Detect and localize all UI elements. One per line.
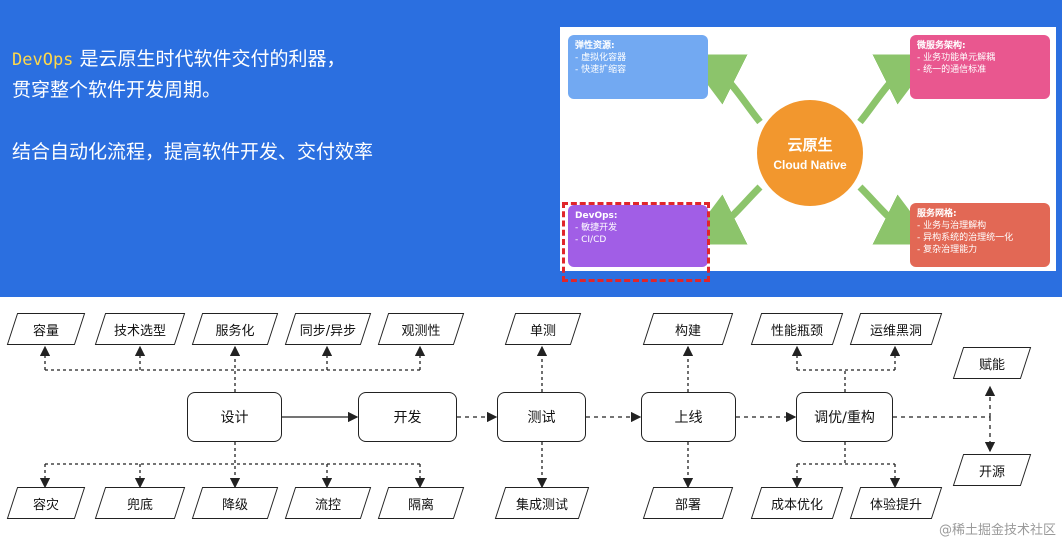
label-ops-blackhole: 运维黑洞 xyxy=(855,313,937,345)
label-experience-improve: 体验提升 xyxy=(855,487,937,519)
label-degrade: 降级 xyxy=(197,487,273,519)
label-build: 构建 xyxy=(648,313,728,345)
intro-line-2: 贯穿整个软件开发周期。 xyxy=(12,79,222,101)
label-open-source: 开源 xyxy=(958,454,1026,486)
arrow-to-devops xyxy=(684,184,763,245)
label-disaster-recovery: 容灾 xyxy=(12,487,80,519)
label-observability: 观测性 xyxy=(383,313,459,345)
box-item: - 异构系统的治理统一化 xyxy=(917,233,1014,243)
box-title: DevOps: xyxy=(575,211,618,221)
arrow-to-microservice xyxy=(857,54,936,125)
box-title: 弹性资源: xyxy=(575,41,615,51)
arrow-to-elastic xyxy=(684,54,763,125)
devops-flow-diagram: 设计 开发 测试 上线 调优/重构 容量 技术选型 服务化 同步/异步 观测性 … xyxy=(0,297,1062,542)
cloud-native-arrows xyxy=(684,54,936,245)
label-service-oriented: 服务化 xyxy=(197,313,273,345)
label-fallback: 兜底 xyxy=(100,487,180,519)
flow-connectors xyxy=(39,345,996,489)
intro-line-3: 结合自动化流程，提高软件开发、交付效率 xyxy=(12,141,374,163)
box-item: - 统一的通信标准 xyxy=(917,65,987,75)
process-design: 设计 xyxy=(187,392,282,442)
label-integration-test: 集成测试 xyxy=(500,487,584,519)
process-optimize-refactor: 调优/重构 xyxy=(796,392,893,442)
label-sync-async: 同步/异步 xyxy=(290,313,366,345)
box-item: - 业务功能单元解耦 xyxy=(917,53,996,63)
cloud-native-diagram: 弹性资源: - 虚拟化容器 - 快速扩缩容 微服务架构: - 业务功能单元解耦 - 统一… xyxy=(560,27,1056,271)
box-item: - 快速扩缩容 xyxy=(575,65,627,75)
box-title: 微服务架构: xyxy=(917,41,966,51)
box-item: - 业务与治理解构 xyxy=(917,221,987,231)
arrow-to-mesh xyxy=(857,184,936,245)
box-item: - 复杂治理能力 xyxy=(917,245,978,255)
process-release: 上线 xyxy=(641,392,736,442)
label-cost-optimize: 成本优化 xyxy=(756,487,838,519)
box-item: - CI/CD xyxy=(575,235,607,245)
label-perf-bottleneck: 性能瓶颈 xyxy=(756,313,838,345)
box-item: - 虚拟化容器 xyxy=(575,53,627,63)
label-isolation: 隔离 xyxy=(383,487,459,519)
label-tech-selection: 技术选型 xyxy=(100,313,180,345)
label-flow-control: 流控 xyxy=(290,487,366,519)
box-title: 服务网格: xyxy=(917,209,957,219)
intro-text: DevOps 是云原生时代软件交付的利器， 贯穿整个软件开发周期。 结合自动化流… xyxy=(12,44,373,167)
elastic-resource-box: 弹性资源: - 虚拟化容器 - 快速扩缩容 xyxy=(568,35,708,99)
label-empower: 赋能 xyxy=(958,347,1026,379)
devops-box: DevOps: - 敏捷开发 - CI/CD xyxy=(568,205,708,267)
process-test: 测试 xyxy=(497,392,586,442)
intro-line-1: DevOps 是云原生时代软件交付的利器， xyxy=(12,48,346,70)
microservice-box: 微服务架构: - 业务功能单元解耦 - 统一的通信标准 xyxy=(910,35,1050,99)
devops-keyword: DevOps xyxy=(12,50,74,70)
process-develop: 开发 xyxy=(358,392,457,442)
watermark: @稀土掘金技术社区 xyxy=(938,523,1056,538)
devops-highlight xyxy=(562,202,710,282)
box-item: - 敏捷开发 xyxy=(575,223,618,233)
label-deploy: 部署 xyxy=(648,487,728,519)
label-unit-test: 单测 xyxy=(510,313,576,345)
service-mesh-box: 服务网格: - 业务与治理解构 - 异构系统的治理统一化 - 复杂治理能力 xyxy=(910,203,1050,267)
cloud-native-center: 云原生 Cloud Native xyxy=(757,100,863,206)
label-capacity: 容量 xyxy=(12,313,80,345)
